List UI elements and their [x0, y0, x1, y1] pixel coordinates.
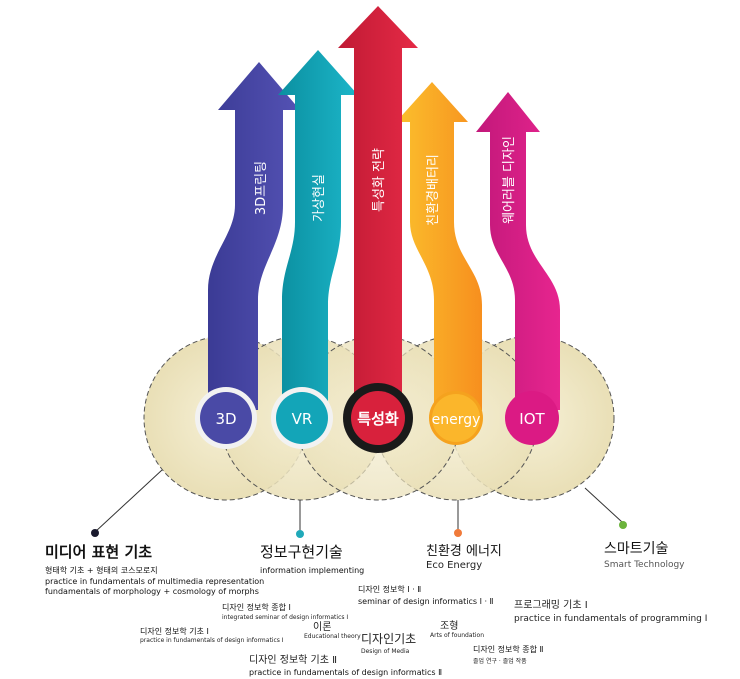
course-design-basics: 디자인기초 [361, 632, 417, 646]
category-smart-sub: Smart Technology [604, 560, 685, 570]
node-label-iot: IOT [519, 410, 545, 428]
course-theory: 이론 [313, 622, 332, 633]
course-theory-en: Educational theory [304, 633, 361, 640]
node-special: 특성화 [343, 383, 413, 453]
dot-info [296, 530, 304, 538]
category-title-smart: 스마트기술 [604, 541, 669, 557]
arrow-energy [396, 82, 482, 410]
course-basics-2: 디자인 정보학 기초 Ⅱ [249, 655, 338, 666]
category-title-media: 미디어 표현 기초 [45, 543, 153, 561]
node-vr: VR [271, 387, 333, 449]
node-label-vr: VR [292, 410, 313, 428]
arrow-label-energy: 친환경배터리 [426, 154, 441, 226]
course-basics-1-en: practice in fundamentals of design infor… [140, 637, 284, 644]
category-title-eco: 친환경 에너지 [426, 544, 502, 559]
course-design-basics-en: Design of Media [361, 648, 410, 655]
course-arts: 조형 [440, 621, 459, 632]
course-basics-1: 디자인 정보학 기초 Ⅰ [140, 627, 209, 636]
course-design-informatics-1-2: 디자인 정보학 Ⅰ · Ⅱ [358, 585, 422, 594]
category-eco-sub: Eco Energy [426, 560, 483, 571]
dot-smart [619, 521, 627, 529]
arrow-iot [476, 92, 560, 410]
course-integrated-1: 디자인 정보학 종합 Ⅰ [222, 603, 291, 612]
arrow-label-3d: 3D프린팅 [254, 161, 269, 215]
course-programming-1: 프로그래밍 기초 Ⅰ [514, 600, 588, 611]
course-integrated-2: 디자인 정보학 종합 Ⅱ [473, 645, 544, 654]
category-media-line2: practice in fundamentals of multimedia r… [45, 577, 265, 586]
arrow-label-vr: 가상현실 [312, 174, 327, 222]
category-info-sub: information implementing [260, 566, 365, 575]
node-label-energy: energy [432, 412, 481, 428]
arrow-3d [208, 62, 300, 410]
category-media-line3: fundamentals of morphology + cosmology o… [45, 587, 259, 596]
arrow-vr [278, 50, 358, 410]
node-3d: 3D [195, 387, 257, 449]
dot-media [91, 529, 99, 537]
course-design-informatics-1-2-en: seminar of design informatics Ⅰ · Ⅱ [358, 597, 494, 606]
node-iot: IOT [505, 391, 559, 445]
node-energy: energy [429, 391, 483, 445]
course-programming-1-en: practice in fundamentals of programming … [514, 614, 708, 624]
category-media-line1: 형태학 기초 + 형태의 코스모로지 [45, 566, 158, 575]
connectors [91, 469, 627, 538]
node-label-special: 특성화 [357, 410, 399, 428]
course-integrated-1-en: integrated seminar of design informatics… [222, 614, 349, 621]
node-label-3d: 3D [215, 410, 236, 428]
arrow-special [338, 6, 418, 410]
arrow-label-special: 특성화 전략 [372, 148, 387, 212]
course-basics-2-en: practice in fundamentals of design infor… [249, 668, 443, 677]
category-title-info: 정보구현기술 [260, 543, 343, 561]
course-arts-en: Arts of foundation [430, 632, 485, 639]
dot-eco [454, 529, 462, 537]
course-integrated-2-en: 졸업 연구 · 졸업 작품 [473, 658, 527, 665]
arrow-label-iot: 웨어러블 디자인 [502, 136, 517, 224]
